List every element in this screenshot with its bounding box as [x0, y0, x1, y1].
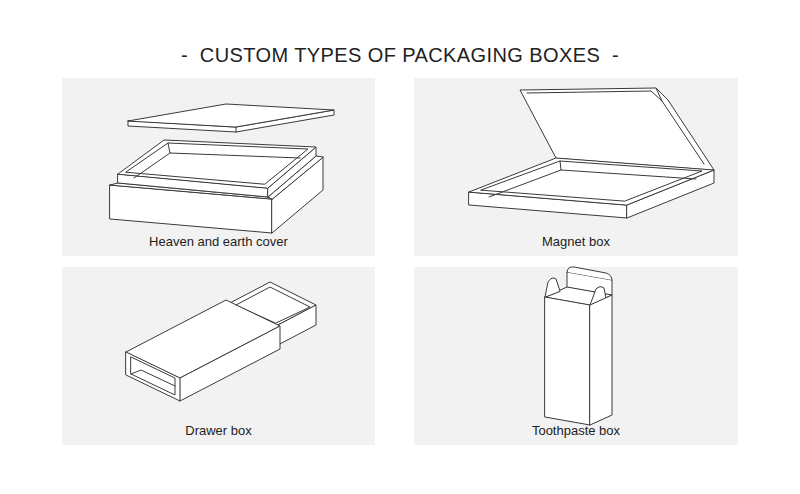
magnet-lid [520, 88, 714, 170]
box-type-caption: Drawer box [185, 423, 251, 438]
magnet-inner-wall [560, 161, 696, 179]
toothpaste-box-illustration [545, 267, 612, 425]
magnet-lid-edge [527, 91, 704, 164]
tray-neck-front [118, 174, 268, 197]
sleeve-side [180, 326, 280, 401]
back-tuck-flap [567, 272, 612, 295]
lid-side [128, 110, 334, 132]
magnet-tray-top [469, 158, 714, 205]
drawer-tray-opening [236, 287, 310, 323]
magnet-lid-fold [656, 88, 662, 101]
box-top [545, 287, 612, 305]
lid-top [128, 104, 334, 127]
sleeve-opening [131, 357, 175, 395]
base-ledge [110, 183, 272, 199]
box-type-panel: Magnet box [414, 78, 738, 256]
tray-neck-right [268, 147, 316, 197]
box-side [590, 295, 612, 425]
sleeve-inner-floor [131, 370, 175, 386]
lid-illustration [128, 104, 334, 132]
box-type-caption: Heaven and earth cover [149, 234, 288, 249]
tray-opening [126, 143, 308, 184]
box-type-panel: Toothpaste box [414, 267, 738, 445]
base-illustration [110, 140, 323, 233]
base-ledge-right [268, 156, 323, 199]
base-front [110, 185, 272, 233]
box-type-panel: Drawer box [62, 267, 375, 445]
lid-edge [236, 127, 237, 132]
magnet-inner-floor [489, 170, 561, 197]
box-front [545, 297, 590, 425]
tuck-tongue [567, 267, 612, 280]
title-area: - CUSTOM TYPES OF PACKAGING BOXES - [0, 44, 800, 67]
dust-flap-left [545, 278, 560, 297]
tray-rim [118, 140, 316, 188]
drawer-tray-side [276, 305, 316, 346]
drawer-box-illustration [126, 282, 316, 401]
drawer-tray-top [230, 282, 316, 326]
magnet-box-illustration [469, 88, 714, 218]
magnet-tray-front [469, 192, 627, 218]
box-type-caption: Toothpaste box [532, 423, 620, 438]
box-type-caption: Magnet box [542, 234, 610, 249]
sleeve-end [126, 352, 180, 401]
magnet-tray-right [627, 170, 714, 218]
dust-flap-right [590, 287, 606, 305]
base-right [272, 157, 323, 233]
sleeve-top [126, 300, 280, 378]
box-type-panel: Heaven and earth cover [62, 78, 375, 256]
magnet-tray-opening [481, 161, 702, 201]
tray-inner-floor [134, 153, 170, 178]
page-title: - CUSTOM TYPES OF PACKAGING BOXES - [181, 44, 619, 66]
tray-inner-wall [168, 143, 300, 158]
